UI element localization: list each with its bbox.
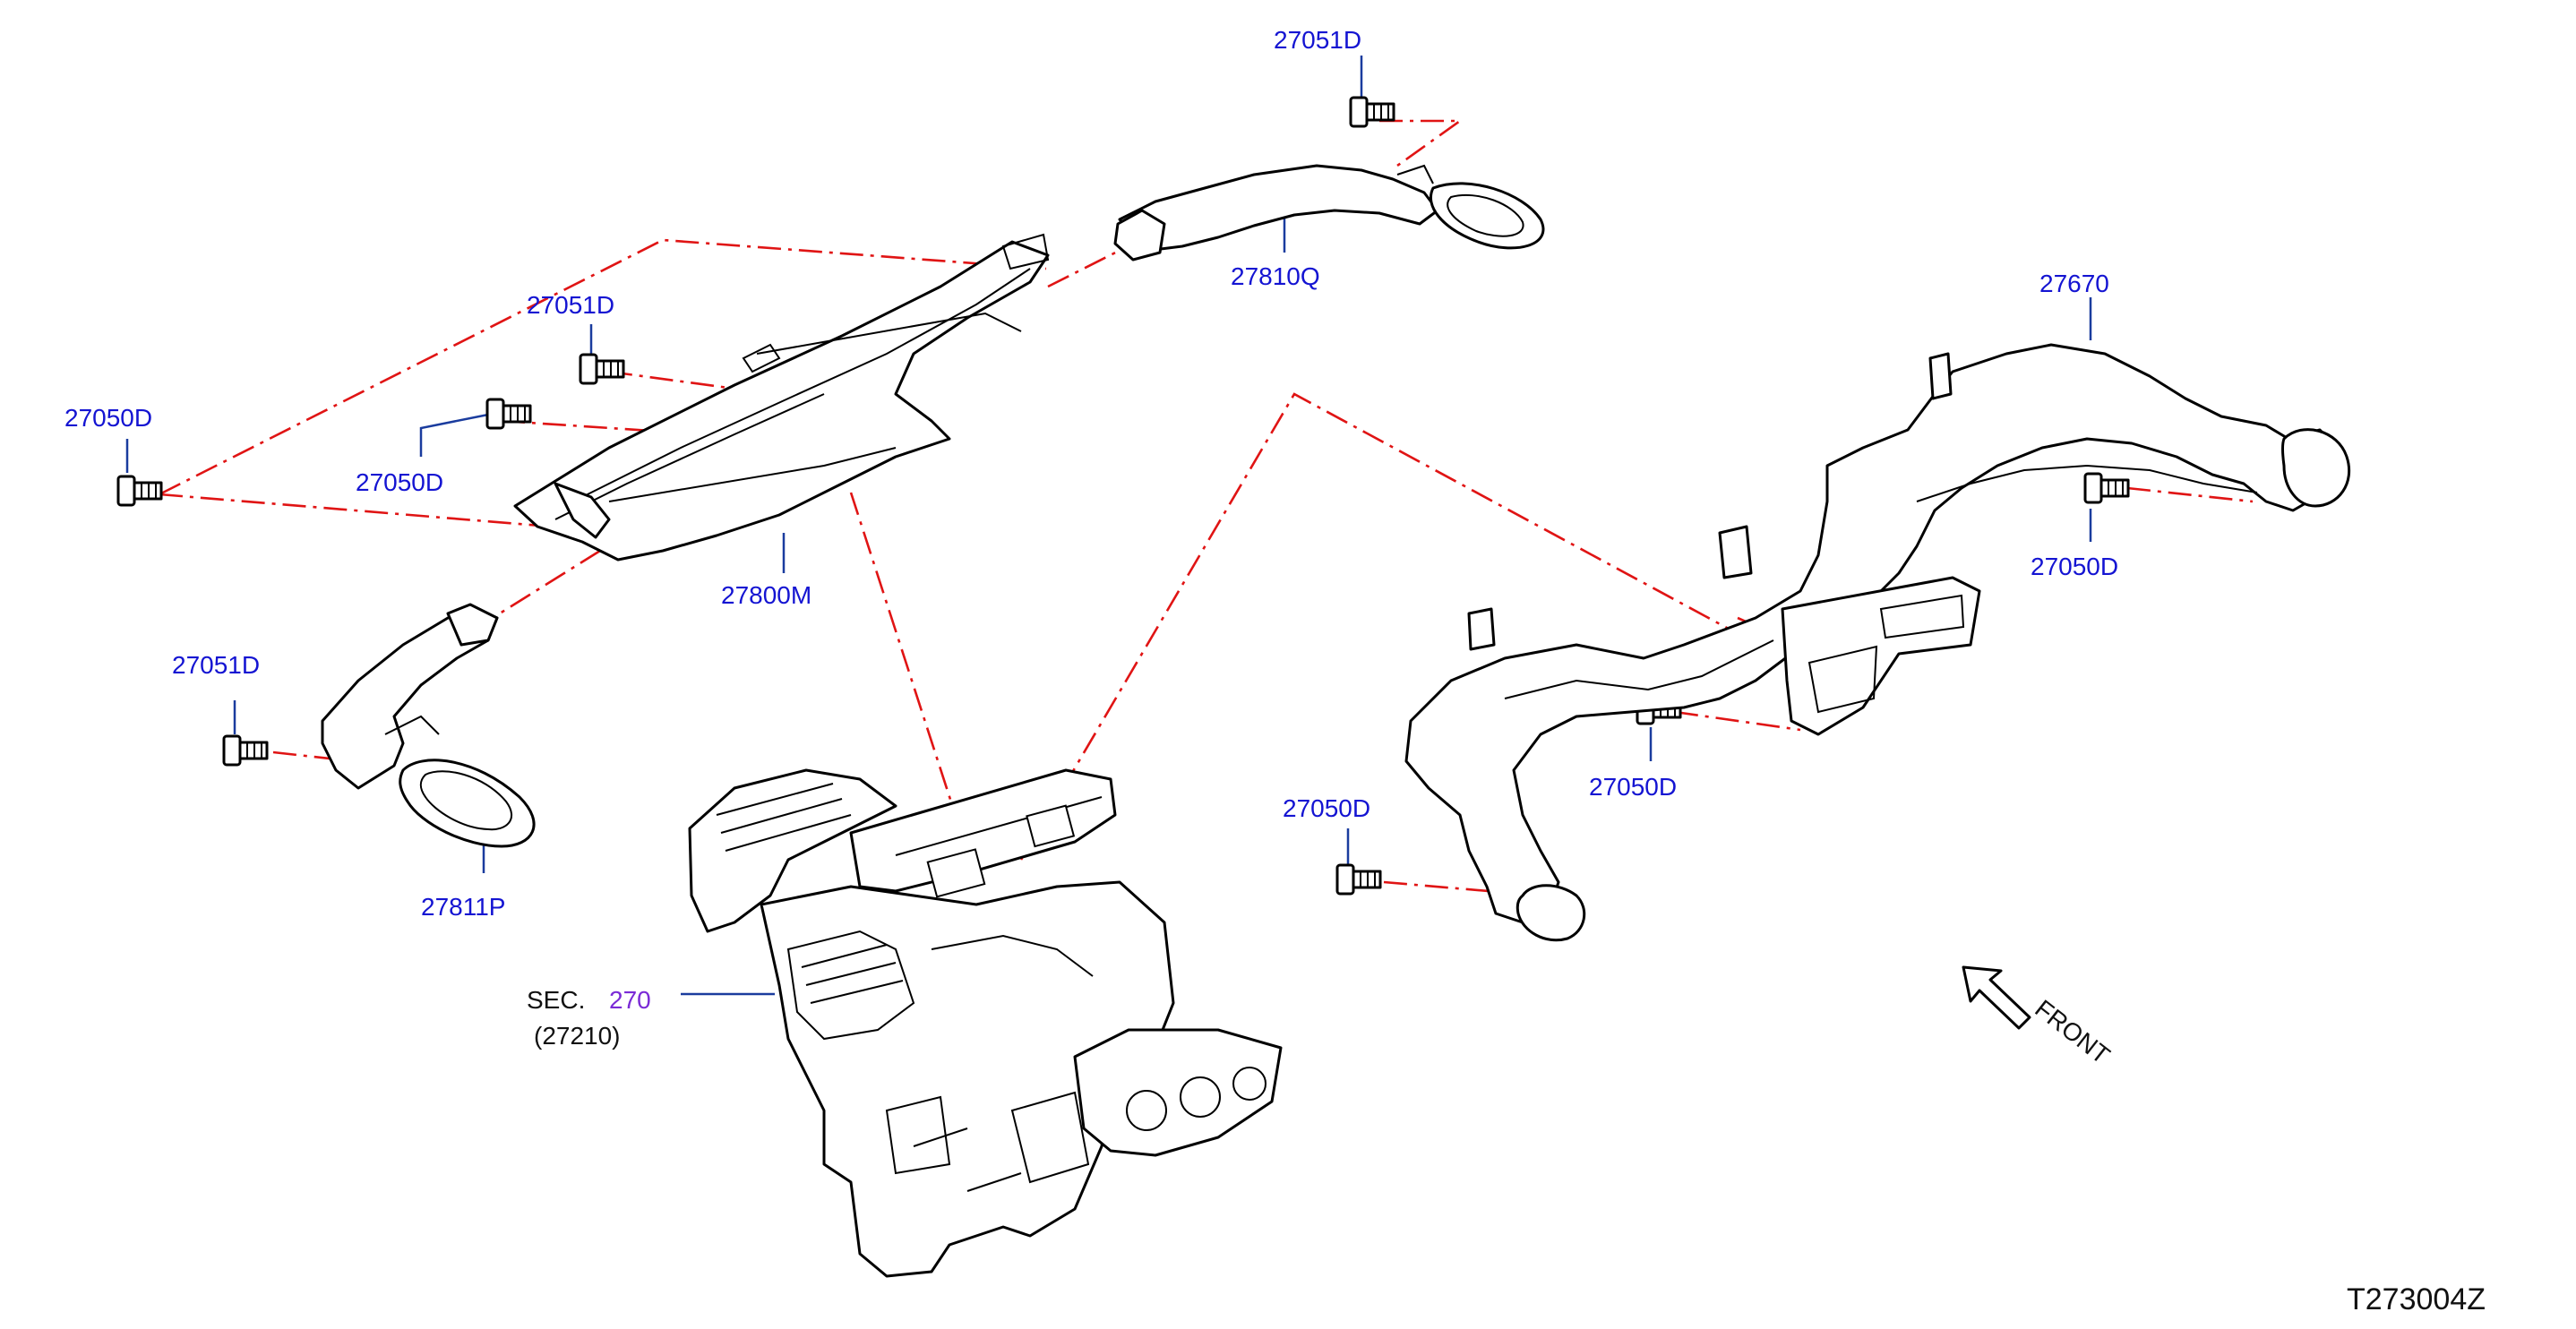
label-27800M: 27800M xyxy=(721,581,811,609)
leader-lines xyxy=(125,56,2092,996)
section-prefix: SEC. xyxy=(527,986,585,1014)
duct-27670 xyxy=(1404,343,2351,942)
label-27050D-bottom: 27050D xyxy=(1283,794,1370,822)
section-number: 270 xyxy=(609,986,651,1014)
hvac-unit xyxy=(688,768,1283,1278)
label-27811P: 27811P xyxy=(421,893,505,921)
label-27810Q: 27810Q xyxy=(1231,262,1320,290)
duct-27811P xyxy=(321,603,536,848)
bolt-27050D-right xyxy=(2083,472,2130,504)
section-sub: (27210) xyxy=(534,1022,621,1050)
label-27050D-rmid: 27050D xyxy=(1589,773,1677,801)
label-27051D-mid: 27051D xyxy=(527,291,614,319)
label-27050D-left: 27050D xyxy=(64,404,152,432)
screw-27051D-mid xyxy=(579,353,625,385)
front-label: FRONT xyxy=(2030,994,2115,1069)
label-27051D-low: 27051D xyxy=(172,651,260,679)
bolt-27050D-left xyxy=(116,475,163,507)
screw-27051D-top xyxy=(1349,96,1395,128)
label-27050D-right: 27050D xyxy=(2031,553,2118,580)
duct-27800M xyxy=(513,233,1050,562)
screw-27051D-low xyxy=(222,734,269,767)
bolt-27050D-mid xyxy=(485,398,532,430)
label-27670: 27670 xyxy=(2039,270,2109,297)
label-27050D-mid: 27050D xyxy=(356,468,443,496)
duct-27810Q xyxy=(1113,164,1545,262)
front-arrow-icon xyxy=(1962,965,2031,1030)
label-27051D-top: 27051D xyxy=(1274,26,1361,54)
diagram-code: T273004Z xyxy=(2347,1282,2486,1316)
bolt-27050D-bottom xyxy=(1335,863,1382,896)
